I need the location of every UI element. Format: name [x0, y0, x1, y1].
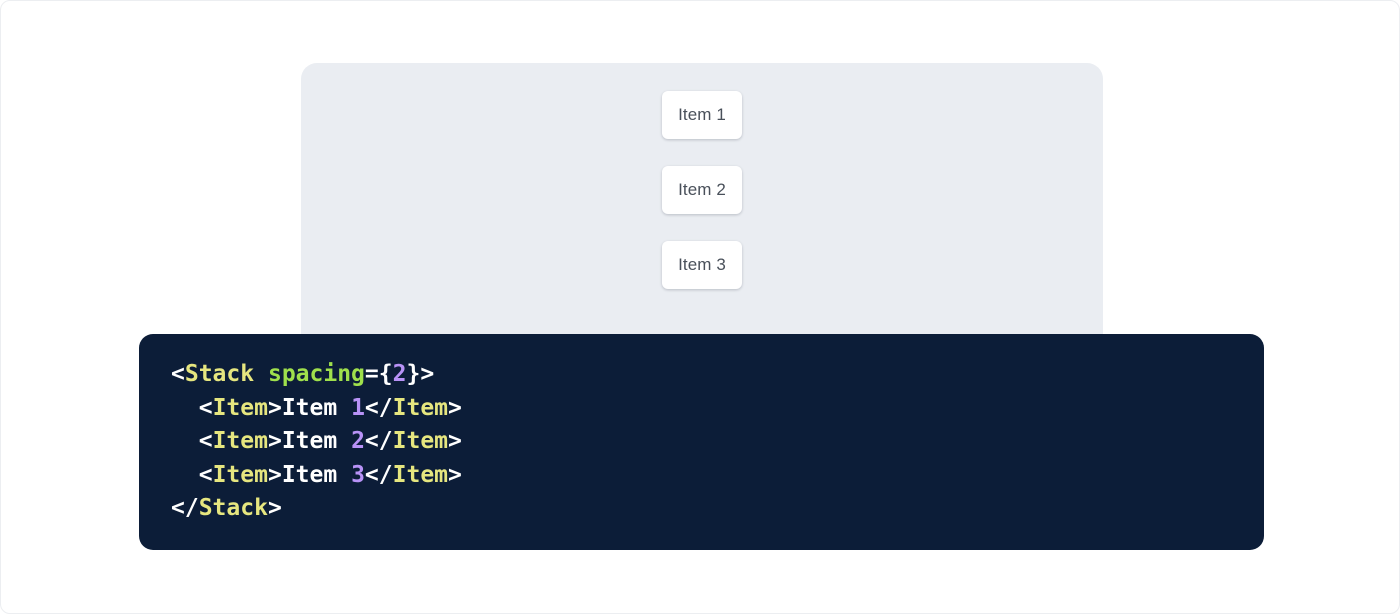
- code-token-num: 2: [351, 428, 365, 454]
- code-token-text: Item: [281, 428, 352, 454]
- code-token-punct: >: [448, 394, 462, 421]
- code-token-num: 1: [351, 394, 365, 421]
- code-token-punct: <: [171, 361, 185, 387]
- code-token-tag: Item: [392, 428, 449, 454]
- code-token-punct: {: [378, 361, 393, 387]
- code-token-punct: </: [364, 461, 393, 488]
- list-item[interactable]: Item 2: [662, 166, 742, 214]
- code-snippet-panel[interactable]: <Stack spacing={2}> <Item>Item 1</Item> …: [139, 334, 1264, 550]
- code-token-text: Item: [281, 461, 352, 488]
- code-token-punct: >: [267, 428, 282, 454]
- code-token-punct: >: [448, 461, 462, 488]
- code-token-punct: [171, 462, 199, 488]
- code-token-punct: >: [267, 461, 282, 488]
- code-token-tag: Item: [392, 394, 449, 421]
- code-token-punct: }: [406, 361, 421, 387]
- code-token-tag: Stack: [184, 361, 255, 387]
- code-token-punct: </: [364, 394, 393, 421]
- code-token-tag: Item: [212, 428, 268, 454]
- code-token-punct: </: [171, 495, 199, 521]
- stack-layout: Item 1 Item 2 Item 3: [301, 91, 1103, 289]
- code-token-punct: >: [420, 361, 435, 387]
- code-token-punct: <: [198, 461, 213, 488]
- code-token-punct: >: [267, 394, 282, 421]
- list-item[interactable]: Item 1: [662, 91, 742, 139]
- code-token-tag: Stack: [198, 495, 268, 521]
- code-token-punct: [254, 361, 268, 387]
- stack-item-label: Item 1: [678, 105, 726, 124]
- code-token-punct: <: [198, 428, 213, 454]
- code-token-punct: >: [448, 428, 462, 454]
- code-token-num: 2: [392, 361, 407, 387]
- code-token-punct: >: [267, 495, 282, 521]
- code-token-punct: </: [364, 428, 393, 454]
- code-token-punct: =: [364, 361, 379, 387]
- stack-item-label: Item 2: [678, 180, 726, 199]
- code-token-punct: <: [198, 394, 213, 421]
- code-token-tag: Item: [212, 461, 268, 488]
- code-token-attr: spacing: [267, 361, 365, 387]
- code-token-punct: [171, 428, 199, 454]
- code-token-num: 3: [351, 461, 365, 488]
- stack-item-label: Item 3: [678, 255, 726, 274]
- code-token-tag: Item: [392, 461, 449, 488]
- code-token-tag: Item: [212, 394, 268, 421]
- list-item[interactable]: Item 3: [662, 241, 742, 289]
- code-token-punct: [171, 395, 199, 421]
- code-token-text: Item: [281, 394, 352, 421]
- code-snippet-text: <Stack spacing={2}> <Item>Item 1</Item> …: [171, 358, 1232, 526]
